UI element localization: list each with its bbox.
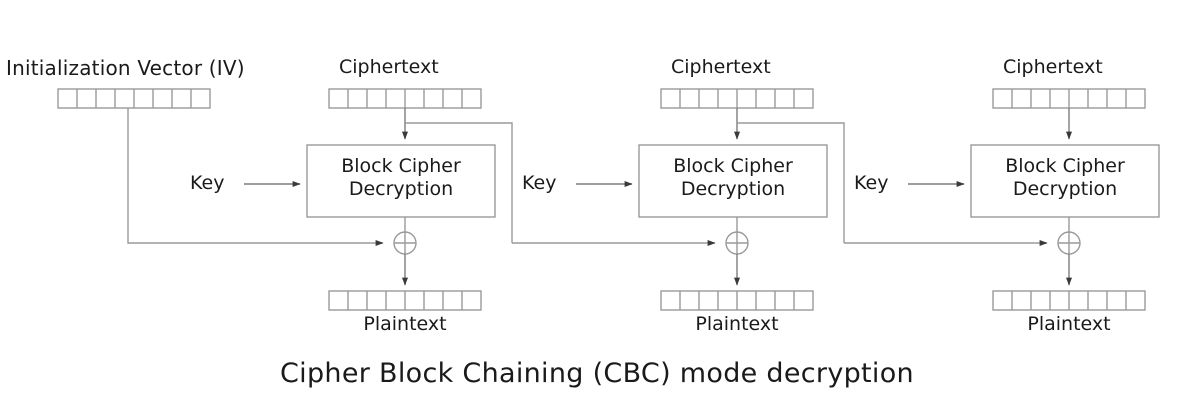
diagram-title: Cipher Block Chaining (CBC) mode decrypt…	[280, 358, 914, 389]
ciphertext-label-2: Ciphertext	[671, 56, 771, 78]
chain-line-1	[405, 122, 513, 243]
cipher-box-line1-1: Block Cipher	[341, 155, 461, 177]
cipher-box-text-2: Block Cipher Decryption	[639, 155, 827, 201]
iv-label: Initialization Vector (IV)	[6, 56, 245, 80]
cipher-box-line2-1: Decryption	[348, 178, 454, 201]
plaintext-block-3-outline	[992, 290, 1146, 311]
iv-block-outline	[57, 88, 211, 109]
ciphertext-label-3: Ciphertext	[1003, 56, 1103, 78]
stage-1-graphics	[127, 88, 513, 311]
key-label-1: Key	[190, 172, 225, 194]
cipher-box-line2-2: Decryption	[680, 178, 786, 201]
ciphertext-block-3-outline	[992, 88, 1146, 109]
cipher-box-line2-3: Decryption	[1012, 178, 1118, 201]
plaintext-label-1: Plaintext	[363, 313, 447, 335]
key-label-3: Key	[854, 172, 889, 194]
plaintext-label-2: Plaintext	[695, 313, 779, 335]
ciphertext-block-1-outline	[328, 88, 482, 109]
cipher-box-line1-3: Block Cipher	[1005, 155, 1125, 177]
cipher-box-2	[638, 144, 828, 218]
plaintext-label-3: Plaintext	[1027, 313, 1111, 335]
plaintext-block-2-outline	[660, 290, 814, 311]
plaintext-block-1-outline	[328, 290, 482, 311]
iv-to-xor-line	[127, 108, 384, 246]
cipher-box-1	[306, 144, 496, 218]
xor-gate-2	[725, 231, 749, 255]
ciphertext-label-1: Ciphertext	[339, 56, 439, 78]
stage-2-graphics	[512, 88, 845, 311]
cipher-box-3	[970, 144, 1160, 218]
stage-3-graphics	[844, 88, 1160, 311]
ciphertext-block-2-outline	[660, 88, 814, 109]
key-label-2: Key	[522, 172, 557, 194]
cipher-box-line1-2: Block Cipher	[673, 155, 793, 177]
xor-gate-3	[1057, 231, 1081, 255]
xor-gate-1	[393, 231, 417, 255]
cipher-box-text-1: Block Cipher Decryption	[307, 155, 495, 201]
cipher-box-text-3: Block Cipher Decryption	[971, 155, 1159, 201]
chain-line-2	[737, 122, 845, 243]
